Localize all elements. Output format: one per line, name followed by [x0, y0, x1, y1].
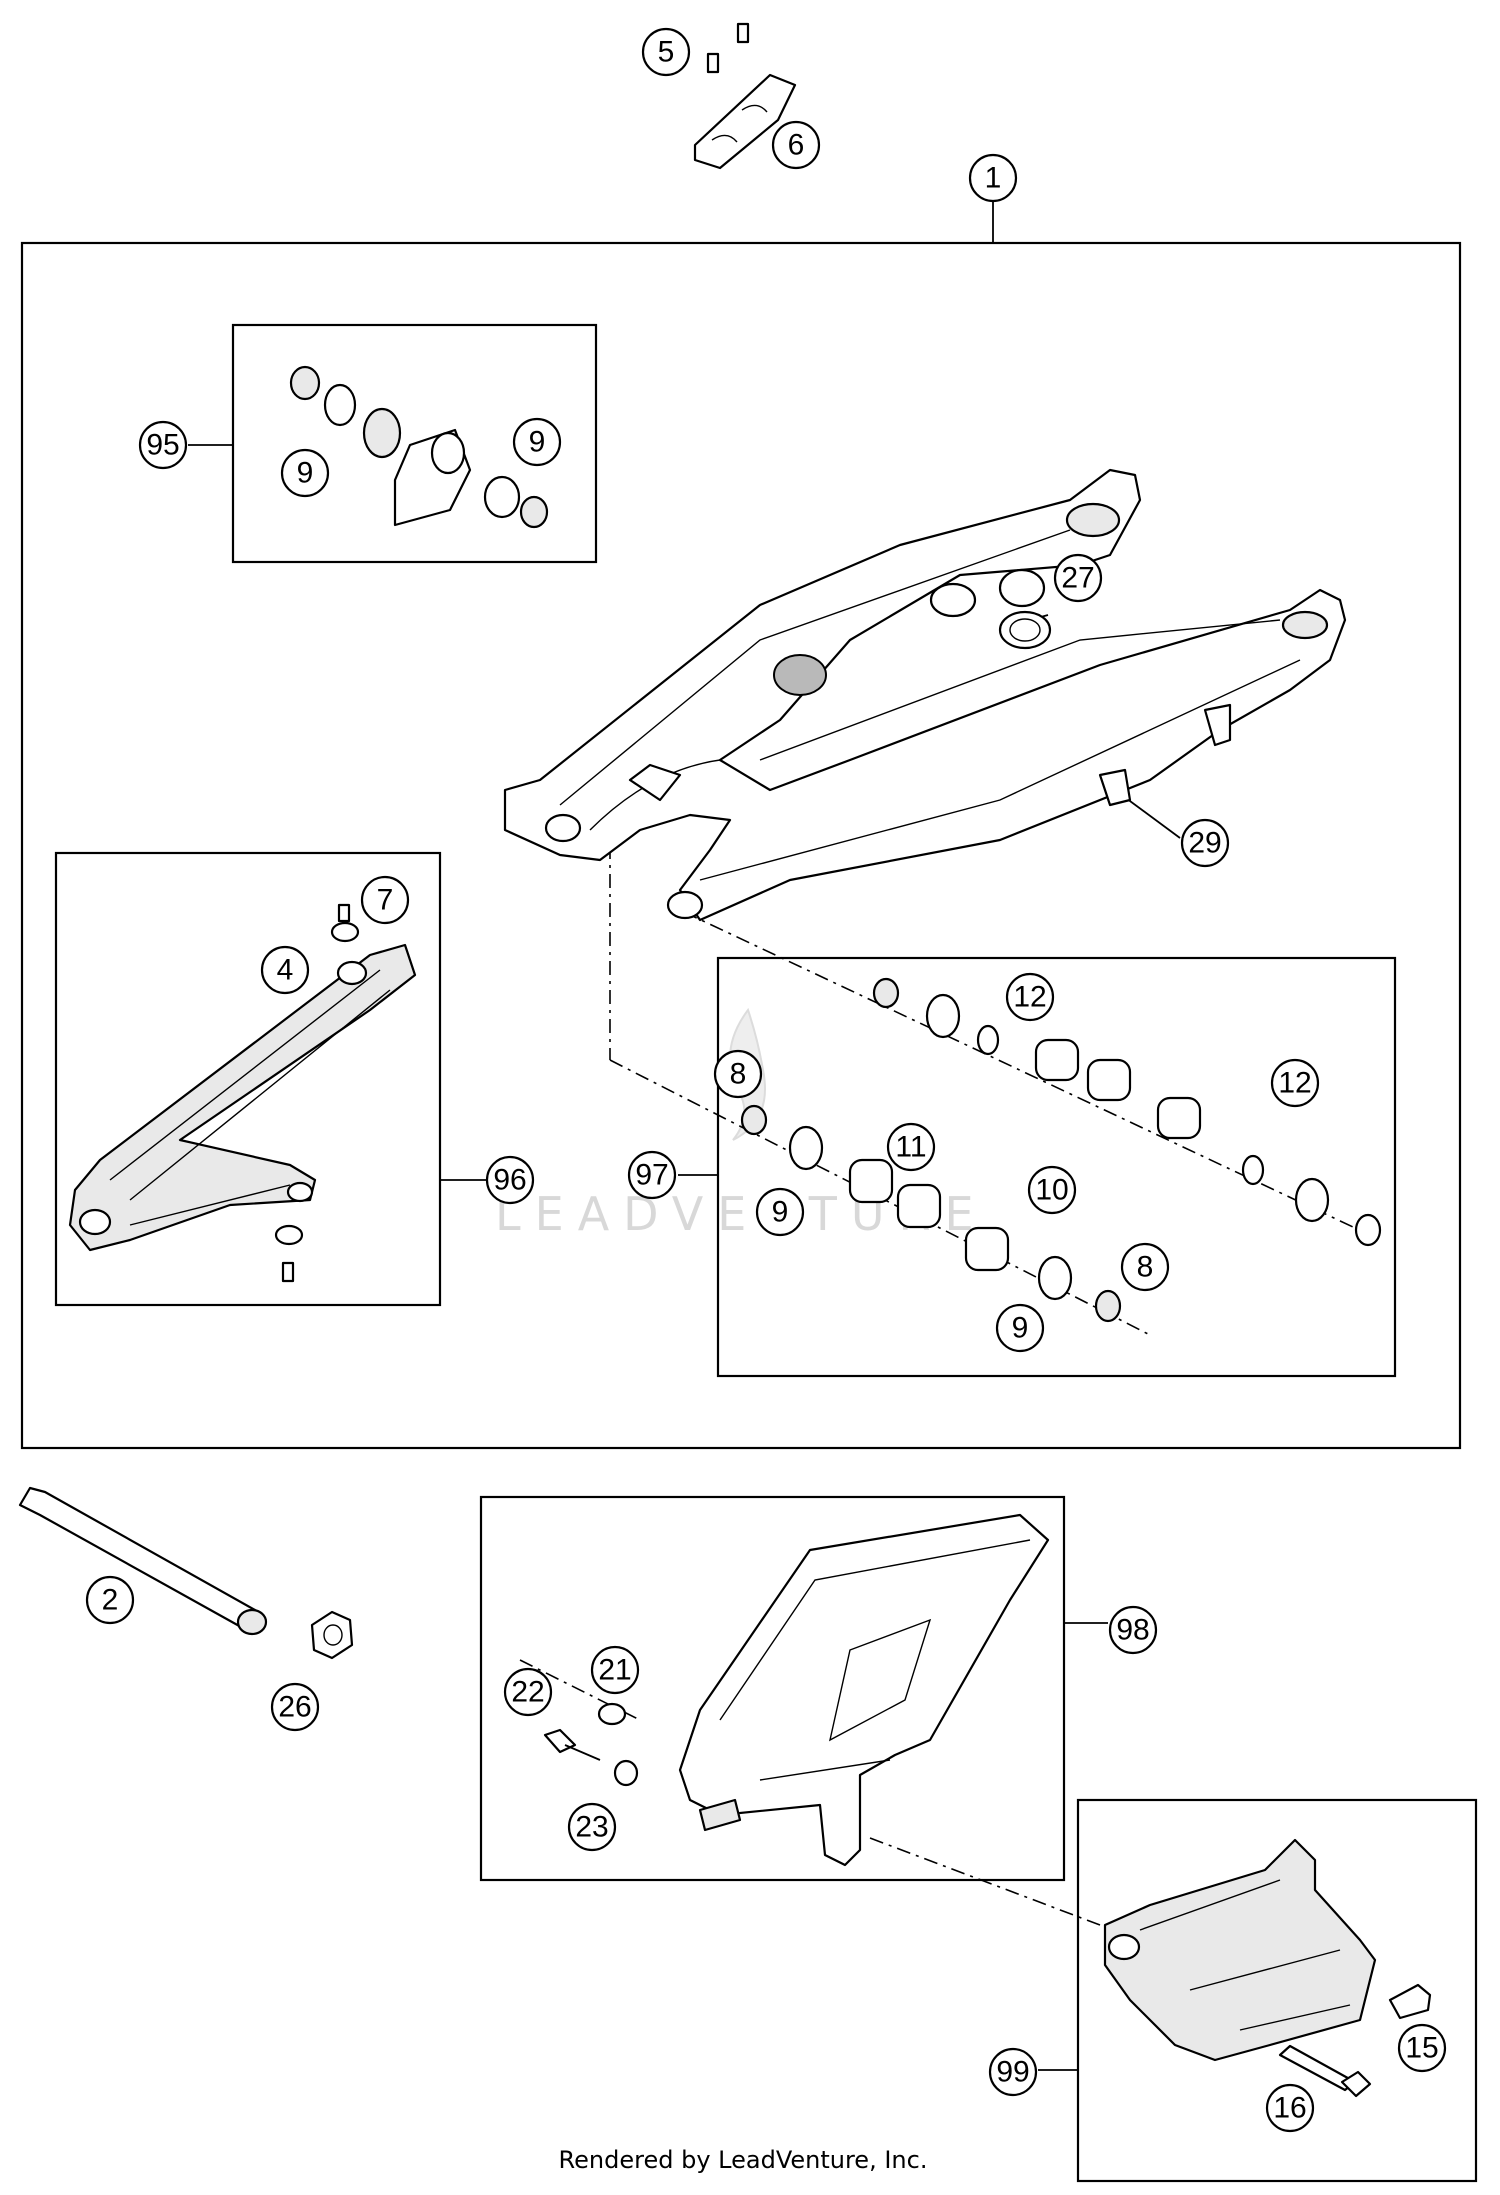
svg-text:98: 98 — [1116, 1614, 1149, 1647]
callout-29: 29 — [1180, 818, 1230, 868]
assembly-box-1 — [20, 241, 1462, 1450]
svg-text:26: 26 — [278, 1691, 311, 1724]
watermark-text: LEADVENTURE — [495, 1187, 988, 1241]
svg-text:4: 4 — [277, 954, 294, 987]
svg-text:9: 9 — [529, 426, 546, 459]
chain-guide-box-99 — [1076, 1798, 1478, 2183]
part-bearing-kit-95 — [289, 365, 549, 529]
callout-8b: 8 — [1120, 1242, 1170, 1292]
svg-text:27: 27 — [1061, 562, 1094, 595]
callout-10: 10 — [1027, 1165, 1077, 1215]
svg-text:10: 10 — [1035, 1174, 1068, 1207]
part-27 — [998, 568, 1046, 608]
callout-16: 16 — [1265, 2083, 1315, 2133]
callout-98: 98 — [1108, 1605, 1158, 1655]
svg-text:2: 2 — [102, 1584, 119, 1617]
callout-6: 6 — [771, 120, 821, 170]
svg-text:7: 7 — [377, 884, 394, 917]
svg-text:1: 1 — [985, 162, 1002, 195]
svg-text:12: 12 — [1013, 981, 1046, 1014]
callout-23: 23 — [567, 1802, 617, 1852]
svg-text:21: 21 — [598, 1654, 631, 1687]
svg-text:9: 9 — [297, 457, 314, 490]
callout-15: 15 — [1397, 2023, 1447, 2073]
callout-9a: 9 — [280, 448, 330, 498]
part-axle-2 — [18, 1486, 268, 1636]
callout-5: 5 — [641, 27, 691, 77]
bearing-kit-box-95 — [231, 323, 598, 564]
callout-21: 21 — [590, 1645, 640, 1695]
callout-27: 27 — [1053, 553, 1103, 603]
part-clamp-6 — [693, 22, 797, 170]
callout-22: 22 — [503, 1667, 553, 1717]
svg-text:11: 11 — [895, 1131, 926, 1164]
callout-11: 11 — [886, 1122, 936, 1172]
callout-96: 96 — [485, 1155, 535, 1205]
callout-95: 95 — [138, 420, 188, 470]
svg-text:29: 29 — [1188, 827, 1221, 860]
svg-text:9: 9 — [1012, 1312, 1029, 1345]
svg-text:6: 6 — [788, 129, 805, 162]
svg-text:9: 9 — [772, 1196, 789, 1229]
chain-slider-box-96 — [54, 851, 442, 1307]
svg-text:23: 23 — [575, 1811, 608, 1844]
callout-4: 4 — [260, 945, 310, 995]
part-nut-26 — [310, 1610, 354, 1660]
part-swingarm — [503, 468, 1347, 922]
part-bearing-kit-97 — [740, 977, 1382, 1323]
callout-8a: 8 — [713, 1049, 763, 1099]
callout-9d: 9 — [995, 1303, 1045, 1353]
callout-12b: 12 — [1270, 1058, 1320, 1108]
svg-text:15: 15 — [1405, 2032, 1438, 2065]
callout-97: 97 — [627, 1150, 677, 1200]
callout-7: 7 — [360, 875, 410, 925]
footer-credit: Rendered by LeadVenture, Inc. — [559, 2146, 928, 2174]
part-chain-guide-99 — [1103, 1838, 1432, 2098]
part-chain-guard-98 — [543, 1513, 1050, 1867]
svg-text:95: 95 — [146, 429, 179, 462]
callout-1: 1 — [968, 153, 1018, 203]
svg-text:12: 12 — [1278, 1067, 1311, 1100]
svg-text:97: 97 — [635, 1159, 668, 1192]
callout-9c: 9 — [755, 1187, 805, 1237]
svg-text:8: 8 — [730, 1058, 747, 1091]
svg-text:16: 16 — [1273, 2092, 1306, 2125]
bearing-kit-box-97 — [716, 956, 1397, 1378]
callout-2: 2 — [85, 1575, 135, 1625]
callout-26: 26 — [270, 1682, 320, 1732]
callout-99: 99 — [988, 2047, 1038, 2097]
callout-12a: 12 — [1005, 972, 1055, 1022]
svg-text:99: 99 — [996, 2056, 1029, 2089]
chain-guard-box-98 — [479, 1495, 1066, 1882]
svg-text:96: 96 — [493, 1164, 526, 1197]
part-chain-slider-96 — [68, 903, 417, 1283]
callout-9b: 9 — [512, 417, 562, 467]
svg-text:8: 8 — [1137, 1251, 1154, 1284]
svg-text:22: 22 — [511, 1676, 544, 1709]
svg-text:5: 5 — [658, 36, 675, 69]
